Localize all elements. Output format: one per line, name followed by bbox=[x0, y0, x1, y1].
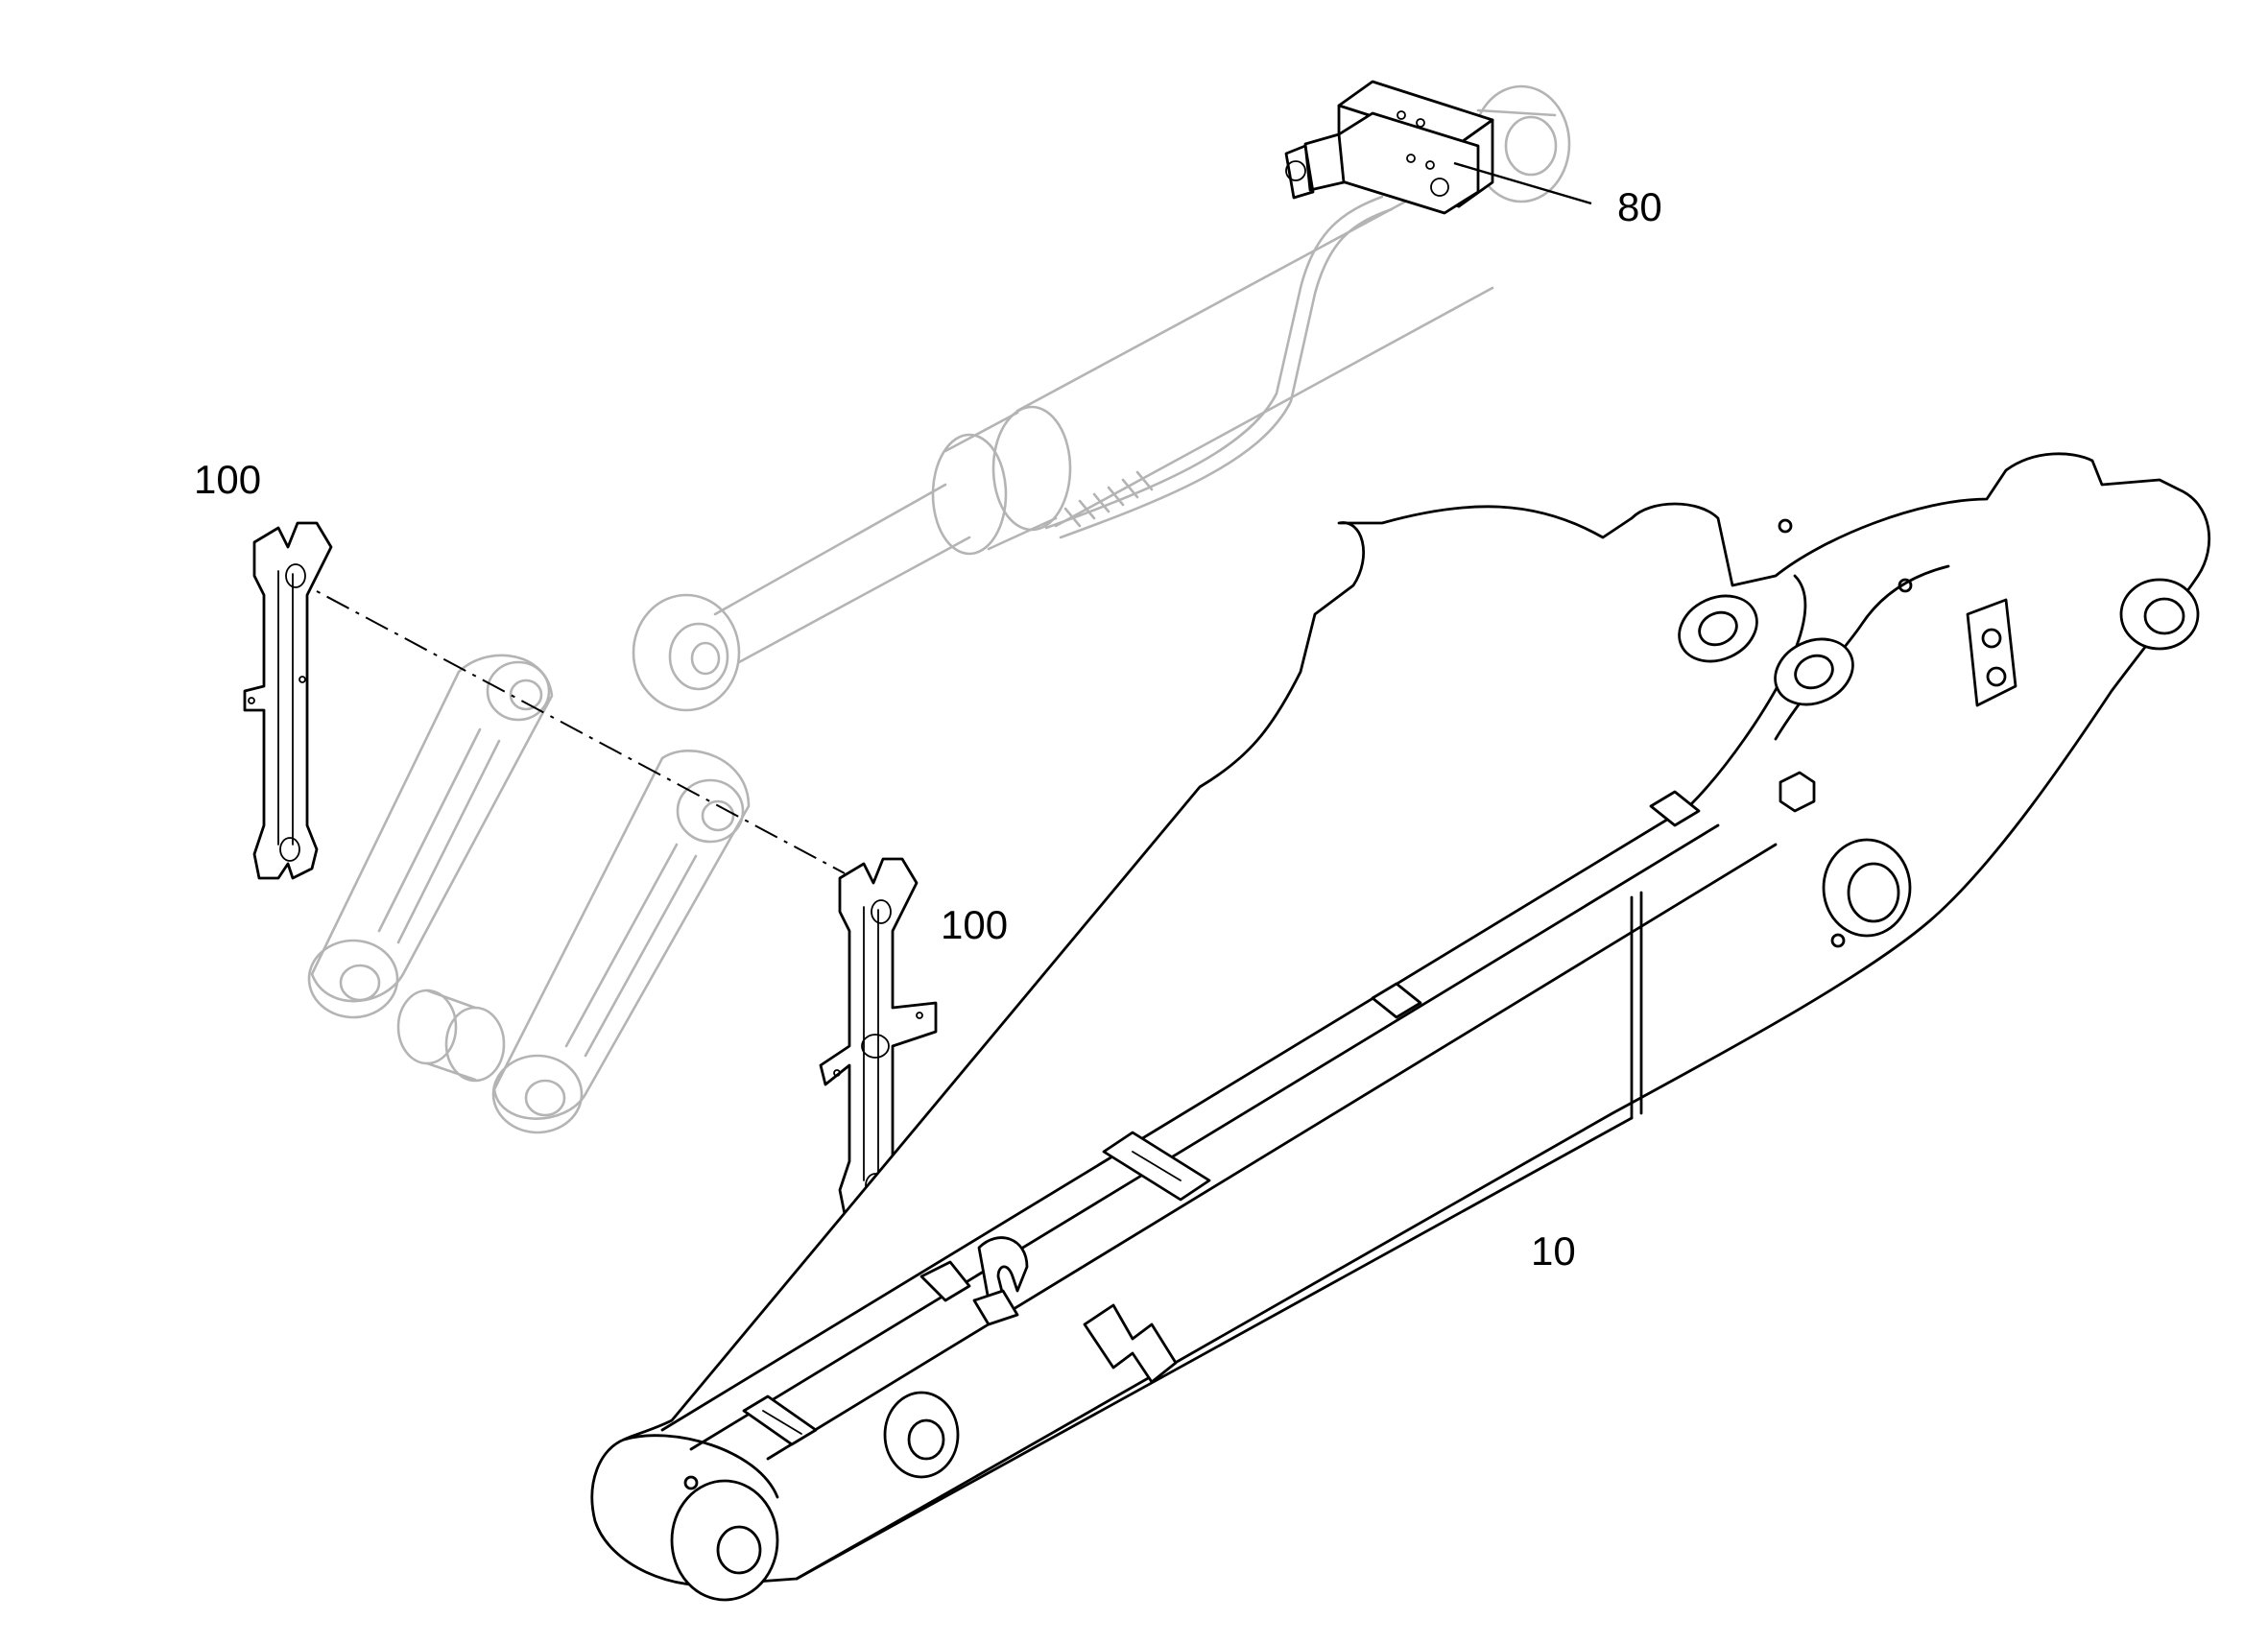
valve-block bbox=[1284, 80, 1494, 215]
callout-100-left: 100 bbox=[194, 457, 261, 502]
leader-line-80 bbox=[1453, 161, 1592, 205]
assembly-center-line bbox=[287, 575, 846, 874]
boom-arm bbox=[590, 452, 2211, 1602]
clamp-plate-right bbox=[819, 857, 938, 1216]
callout-80: 80 bbox=[1617, 184, 1662, 229]
callout-100-right: 100 bbox=[941, 902, 1008, 947]
clamp-plate-left bbox=[243, 521, 333, 880]
callout-10: 10 bbox=[1531, 1228, 1576, 1274]
hydraulic-cylinder bbox=[632, 84, 1571, 712]
linkage-links bbox=[307, 654, 751, 1134]
